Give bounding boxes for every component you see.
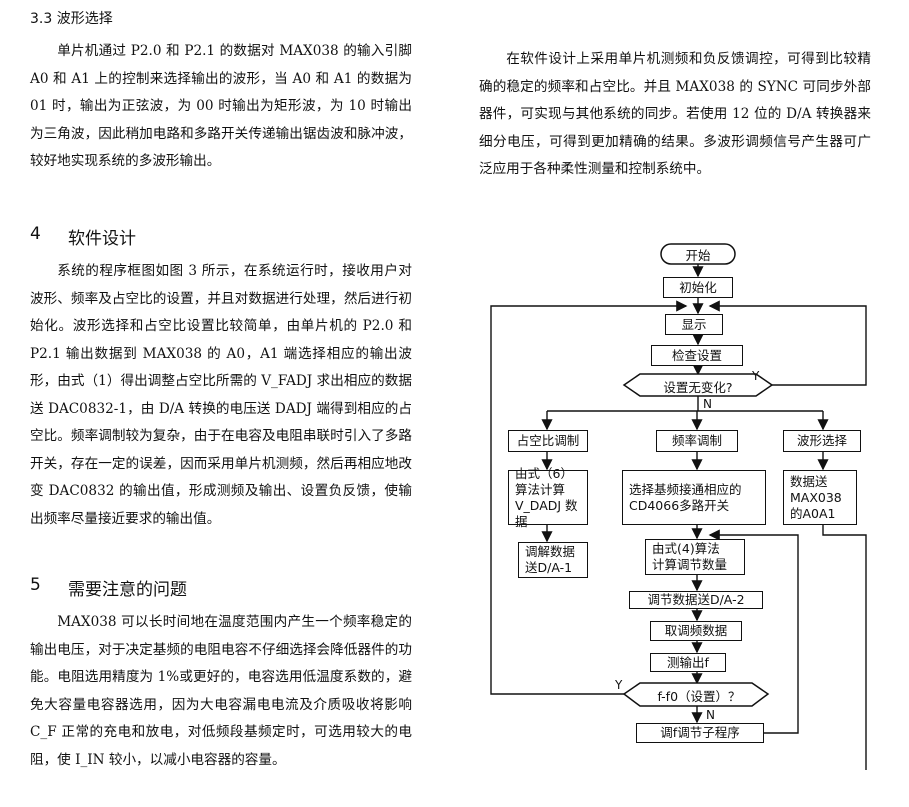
duty-calc-line3: V_DADJ 数据 [515,497,578,529]
duty-calc-line2: 算法计算 [515,481,566,497]
display-box: 显示 [665,314,723,335]
summary-paragraph: 在软件设计上采用单片机测频和负反馈调控，可得到比较精确的稳定的频率和占空比。并且… [479,46,871,184]
duty-send-box: 调解数据 送D/A-1 [518,542,588,578]
no-label-bottom: N [706,708,715,722]
notes-paragraph: MAX038 可以长时间地在温度范围内产生一个频率稳定的输出电压，对于决定基频的… [30,609,412,774]
flowchart-connectors [490,243,867,770]
decision-freq-shape [622,682,770,707]
left-column: 3.3 波形选择 单片机通过 P2.0 和 P2.1 的数据对 MAX038 的… [30,8,412,774]
check-box: 检查设置 [651,345,743,366]
calc-adjust-line1: 由式(4)算法 [652,541,720,556]
no-label-top: N [703,397,712,411]
duty-box: 占空比调制 [508,430,588,452]
calc-adjust-line2: 计算调节数量 [652,557,728,572]
section-4-title: 软件设计 [68,229,136,249]
notes-text: MAX038 可以长时间地在温度范围内产生一个频率稳定的输出电压，对于决定基频的… [30,614,412,768]
duty-calc-line1: 由式（6） [515,465,573,481]
duty-calc-box: 由式（6） 算法计算 V_DADJ 数据 [508,466,588,529]
yes-label-bottom: Y [615,678,623,692]
init-box: 初始化 [663,277,733,298]
send-da2-box: 调节数据送D/A-2 [629,591,763,609]
calc-adjust-box: 由式(4)算法 计算调节数量 [645,539,745,575]
decision-freq-label: f-f0（设置）？ [657,689,741,704]
wave-send-line1: 数据送 [790,473,828,489]
wave-box: 波形选择 [783,430,861,452]
freq-switch-line1: 选择基频接通相应的 [629,481,742,497]
duty-send-line1: 调解数据 [525,544,576,559]
section-5-number: 5 [30,575,41,595]
section-5-heading: 5 需要注意的问题 [30,575,412,601]
adjust-subroutine-box: 调f调节子程序 [636,723,764,743]
freq-box: 频率调制 [656,430,738,452]
section-5-title: 需要注意的问题 [68,580,187,600]
start-label: 开始 [685,248,711,263]
waveform-paragraph: 单片机通过 P2.0 和 P2.1 的数据对 MAX038 的输入引脚 A0 和… [30,38,412,208]
wave-send-box: 数据送 MAX038 的A0A1 [783,470,857,525]
section-4-number: 4 [30,224,41,244]
software-paragraph: 系统的程序框图如图 3 所示，在系统运行时，接收用户对波形、频率及占空比的设置，… [30,258,412,561]
right-column: 在软件设计上采用单片机测频和负反馈调控，可得到比较精确的稳定的频率和占空比。并且… [479,46,871,184]
subsection-heading: 3.3 波形选择 [30,11,113,27]
wave-send-line3: 的A0A1 [790,505,836,521]
software-text: 系统的程序框图如图 3 所示，在系统运行时，接收用户对波形、频率及占空比的设置，… [30,263,412,527]
program-flowchart: 开始 初始化 显示 检查设置 设置无变化? Y N 占空比调制 频率调制 波形选… [488,230,888,800]
start-shape [660,243,736,265]
wave-send-line2: MAX038 [790,489,842,505]
measure-box: 测输出f [650,653,726,672]
read-freq-box: 取调频数据 [650,621,742,641]
freq-switch-line2: CD4066多路开关 [629,497,730,513]
waveform-text: 单片机通过 P2.0 和 P2.1 的数据对 MAX038 的输入引脚 A0 和… [30,43,412,169]
yes-label-top: Y [752,369,760,383]
section-4-heading: 4 软件设计 [30,224,412,250]
summary-text: 在软件设计上采用单片机测频和负反馈调控，可得到比较精确的稳定的频率和占空比。并且… [479,51,871,177]
duty-send-line2: 送D/A-1 [525,560,573,575]
decision-change-label: 设置无变化? [663,380,733,395]
freq-switch-box: 选择基频接通相应的 CD4066多路开关 [622,470,766,525]
decision-change-shape [622,373,774,397]
